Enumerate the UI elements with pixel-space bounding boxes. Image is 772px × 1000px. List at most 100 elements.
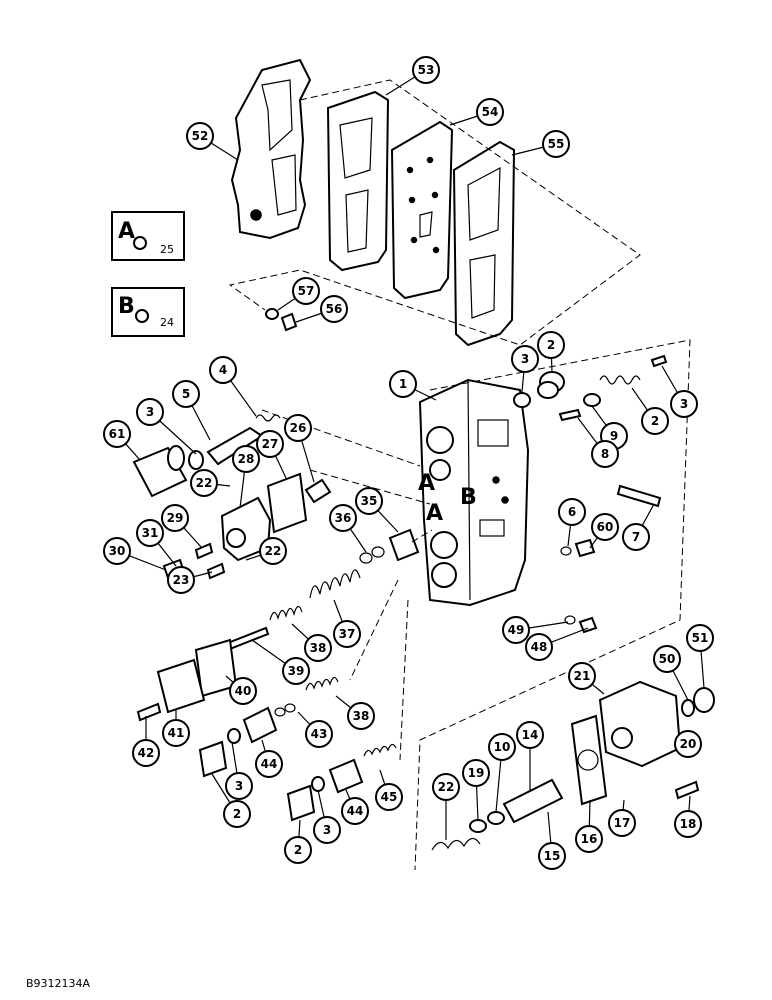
callout-circle xyxy=(292,277,320,305)
ring-20 xyxy=(681,699,695,717)
callout-29: 29 xyxy=(161,504,203,549)
callout-circle xyxy=(162,719,190,747)
callout-number: 44 xyxy=(347,804,364,818)
callout-circle xyxy=(412,56,440,84)
callout-3: 3 xyxy=(313,789,341,844)
callout-61: 61 xyxy=(103,420,141,461)
legend-box-a: A 25 xyxy=(111,211,185,261)
callout-2: 2 xyxy=(211,773,251,828)
callout-54: 54 xyxy=(449,98,504,126)
callout-circle xyxy=(476,98,504,126)
callout-20: 20 xyxy=(674,730,702,758)
callout-circle xyxy=(282,657,310,685)
plug-2-top xyxy=(513,371,565,408)
callout-number: 42 xyxy=(138,746,155,760)
callout-number: 10 xyxy=(494,740,511,754)
callout-number: 2 xyxy=(233,807,241,821)
body-label-b: B xyxy=(460,485,477,510)
callout-number: 55 xyxy=(548,137,565,151)
callout-circle xyxy=(622,523,650,551)
screw-23-left xyxy=(206,562,226,580)
callout-36: 36 xyxy=(329,504,367,553)
callout-number: 27 xyxy=(262,437,279,451)
callout-number: 54 xyxy=(482,105,499,119)
callout-circle xyxy=(516,721,544,749)
plug-48 xyxy=(574,538,596,558)
callout-22: 22 xyxy=(245,537,287,565)
legend-b-letter: B xyxy=(118,294,135,319)
callout-number: 36 xyxy=(335,511,352,525)
callout-28: 28 xyxy=(232,445,260,509)
callout-number: 18 xyxy=(680,817,697,831)
callout-number: 49 xyxy=(508,623,525,637)
callout-48: 48 xyxy=(525,627,589,661)
callout-circle xyxy=(608,809,636,837)
callout-number: 16 xyxy=(581,832,598,846)
legend-box-b: B 24 xyxy=(111,287,185,337)
separator-plate-54 xyxy=(390,120,454,300)
housing-19 xyxy=(598,680,682,768)
callout-circle xyxy=(229,677,257,705)
plug-50 xyxy=(578,616,598,634)
valve-plate-52 xyxy=(230,58,312,240)
callout-circle xyxy=(591,513,619,541)
callout-circle xyxy=(103,537,131,565)
callout-circle xyxy=(355,487,383,515)
callout-circle xyxy=(674,730,702,758)
callout-2: 2 xyxy=(537,331,565,373)
spring-38-lower xyxy=(305,676,339,691)
callout-number: 51 xyxy=(692,631,709,645)
callout-8: 8 xyxy=(577,417,619,468)
spool-44-lower xyxy=(328,758,364,794)
callout-circle xyxy=(542,130,570,158)
callout-circle xyxy=(653,645,681,673)
callout-number: 15 xyxy=(544,849,561,863)
callout-circle xyxy=(255,750,283,778)
plug-26 xyxy=(304,478,332,504)
callout-3: 3 xyxy=(136,398,197,455)
washers-36 xyxy=(359,546,385,564)
callout-44: 44 xyxy=(341,789,369,825)
callout-27: 27 xyxy=(256,430,287,479)
callout-number: 3 xyxy=(235,779,243,793)
valve-body-1 xyxy=(418,378,530,607)
screw-29 xyxy=(194,542,214,560)
callout-circle xyxy=(575,825,603,853)
callout-circle xyxy=(320,295,348,323)
callout-circle xyxy=(341,797,369,825)
callout-circle xyxy=(209,356,237,384)
callout-number: 3 xyxy=(680,397,688,411)
callout-5: 5 xyxy=(172,380,211,441)
callout-23: 23 xyxy=(167,566,213,594)
callout-42: 42 xyxy=(132,716,160,767)
callout-circle xyxy=(511,345,539,373)
callout-number: 2 xyxy=(547,338,555,352)
callout-17: 17 xyxy=(608,799,636,837)
callout-circle xyxy=(103,420,131,448)
callout-number: 43 xyxy=(311,727,328,741)
callout-circle xyxy=(347,702,375,730)
body-label-a-upper: A xyxy=(418,471,435,496)
callout-number: 53 xyxy=(418,63,435,77)
callout-circle xyxy=(375,783,403,811)
callout-number: 41 xyxy=(168,726,185,740)
callout-44: 44 xyxy=(255,739,283,778)
callout-number: 6 xyxy=(568,505,576,519)
leader-lower-spools xyxy=(349,579,409,761)
callout-56: 56 xyxy=(295,295,348,323)
plug-56-57 xyxy=(265,308,298,332)
callout-15: 15 xyxy=(538,811,566,870)
spool-44-upper xyxy=(242,706,278,744)
callout-circle xyxy=(172,380,200,408)
callout-26: 26 xyxy=(284,414,315,483)
callout-number: 30 xyxy=(109,544,126,558)
callout-39: 39 xyxy=(251,639,310,685)
spring-38-upper xyxy=(269,605,303,621)
leader-body-right xyxy=(414,339,691,871)
figure-code: B9312134A xyxy=(26,977,91,990)
sleeve-35 xyxy=(388,528,420,562)
gasket-55 xyxy=(452,140,516,347)
plug-2-mid xyxy=(198,740,228,778)
callout-22: 22 xyxy=(190,469,231,497)
